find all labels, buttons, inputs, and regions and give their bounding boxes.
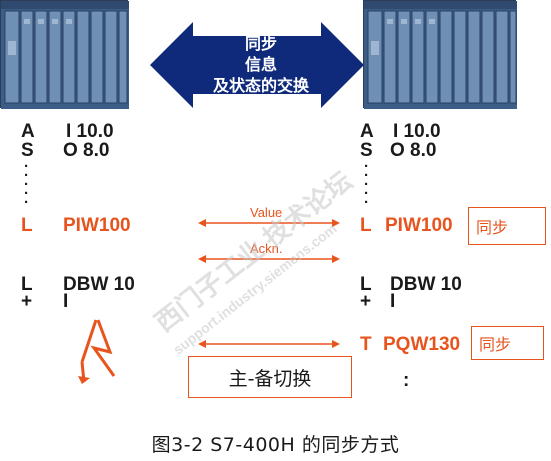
sync-arrow-line2: 信息 bbox=[244, 55, 277, 74]
left-row1-operand: I 10.0 bbox=[66, 121, 114, 142]
right-dbw-operand: DBW 10 bbox=[390, 274, 462, 295]
left-row2-operand: O 8.0 bbox=[63, 140, 110, 161]
sync-arrow-line1: 同步 bbox=[244, 34, 277, 53]
ackn-label: Ackn. bbox=[250, 241, 283, 256]
sync-box-2: 同步 bbox=[471, 326, 544, 360]
left-piw-op: L bbox=[21, 215, 33, 236]
left-dbw-op: L bbox=[21, 274, 33, 295]
left-dbw-operand: DBW 10 bbox=[63, 274, 135, 295]
plc-rack-left-graphic bbox=[1, 1, 129, 109]
left-plus-operand: I bbox=[63, 291, 69, 312]
sync-arrow-line3: 及状态的交换 bbox=[212, 76, 309, 95]
figure-caption: 图3-2 S7-400H 的同步方式 bbox=[151, 434, 400, 456]
right-ellipsis: ····· bbox=[364, 158, 369, 211]
right-plus-op: + bbox=[360, 291, 372, 312]
plc-rack-right bbox=[363, 0, 517, 109]
right-row1-operand: I 10.0 bbox=[393, 121, 441, 142]
left-ellipsis: ····· bbox=[24, 158, 29, 211]
right-row2-operand: O 8.0 bbox=[390, 140, 437, 161]
left-row1-op: A bbox=[21, 121, 35, 142]
plc-rack-right-graphic bbox=[364, 1, 517, 109]
right-pqw-op: T bbox=[360, 334, 372, 355]
right-row2-op: S bbox=[360, 140, 373, 161]
sync-arrows-middle bbox=[198, 219, 340, 348]
plc-rack-left bbox=[0, 0, 129, 109]
right-dbw-op: L bbox=[360, 274, 372, 295]
left-plus-op: + bbox=[21, 291, 33, 312]
right-row1-op: A bbox=[360, 121, 374, 142]
right-piw-op: L bbox=[360, 215, 372, 236]
left-row2-op: S bbox=[21, 140, 34, 161]
sync-double-arrow-icon bbox=[150, 22, 364, 108]
right-colon: : bbox=[403, 370, 410, 391]
right-piw-operand: PIW100 bbox=[385, 215, 453, 236]
value-label: Value bbox=[250, 205, 283, 220]
sync-box-1: 同步 bbox=[468, 207, 546, 245]
fault-lightning-icon bbox=[78, 319, 116, 384]
switchover-box: 主-备切换 bbox=[188, 356, 352, 398]
left-piw-operand: PIW100 bbox=[63, 215, 131, 236]
right-plus-operand: I bbox=[390, 291, 396, 312]
right-pqw-operand: PQW130 bbox=[383, 334, 461, 355]
